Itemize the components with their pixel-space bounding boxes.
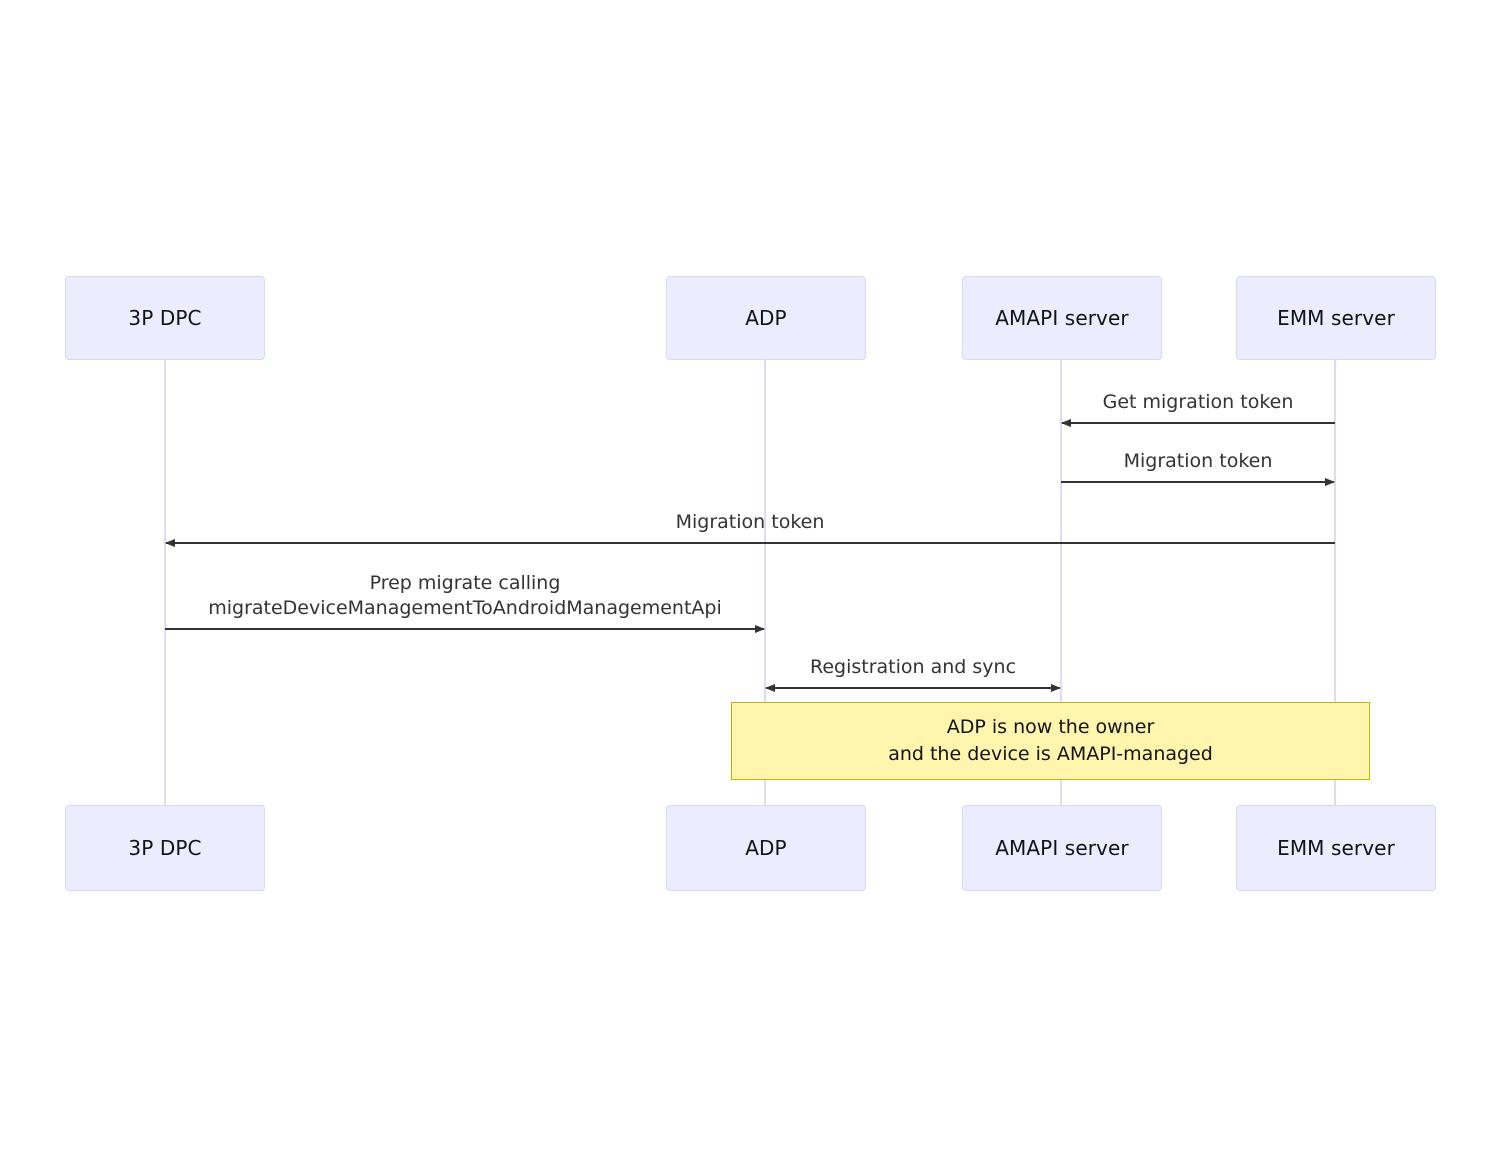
note-box: ADP is now the owner and the device is AM… [731,702,1370,780]
message-label-m4-line-2: migrateDeviceManagementToAndroidManageme… [208,597,722,619]
actor-box-amapi-bottom[interactable]: AMAPI server [962,805,1162,891]
message-label-m2: Migration token [1123,450,1273,472]
message-arrows-group [165,419,1335,692]
note-line-2: and the device is AMAPI-managed [888,743,1213,765]
actor-box-dpc-bottom[interactable]: 3P DPC [65,805,265,891]
actor-label-amapi-top: AMAPI server [995,306,1129,330]
actor-box-dpc-top[interactable]: 3P DPC [65,276,265,360]
actor-label-dpc-bottom: 3P DPC [128,836,202,860]
actor-label-adp-top: ADP [745,306,787,330]
actor-box-emm-bottom[interactable]: EMM server [1236,805,1436,891]
message-label-m5: Registration and sync [809,656,1017,678]
actor-label-dpc-top: 3P DPC [128,306,202,330]
actor-label-emm-bottom: EMM server [1277,836,1395,860]
actor-box-amapi-top[interactable]: AMAPI server [962,276,1162,360]
actor-box-adp-top[interactable]: ADP [666,276,866,360]
message-label-m4-line-1: Prep migrate calling [369,572,561,594]
actor-label-amapi-bottom: AMAPI server [995,836,1129,860]
message-label-m4: Prep migrate calling migrateDeviceManagem… [208,571,722,621]
actor-label-emm-top: EMM server [1277,306,1395,330]
message-label-m3: Migration token [675,511,825,533]
actor-box-adp-bottom[interactable]: ADP [666,805,866,891]
message-label-m1: Get migration token [1102,391,1294,413]
actor-label-adp-bottom: ADP [745,836,787,860]
note-line-1: ADP is now the owner [946,716,1155,738]
actor-box-emm-top[interactable]: EMM server [1236,276,1436,360]
note-text: ADP is now the owner and the device is AM… [888,714,1213,768]
